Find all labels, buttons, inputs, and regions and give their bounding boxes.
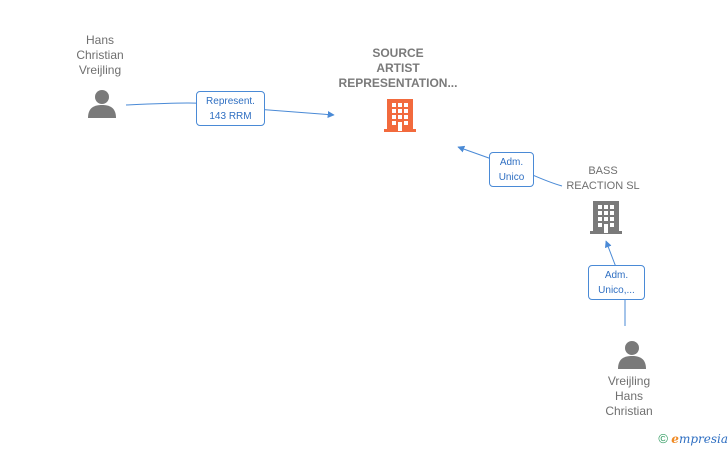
building-icon[interactable] bbox=[590, 199, 622, 235]
edge-label-adm-unico[interactable]: Adm. Unico bbox=[489, 152, 534, 187]
node-label-bass-reaction: BASS REACTION SL bbox=[566, 165, 640, 192]
node-label-source-artist: SOURCE ARTIST REPRESENTATION... bbox=[338, 46, 458, 90]
empresia-logo: © empresia bbox=[658, 431, 728, 446]
edge-label-represent[interactable]: Represent. 143 RRM bbox=[196, 91, 265, 126]
building-icon[interactable] bbox=[384, 97, 416, 133]
person-icon[interactable] bbox=[617, 339, 647, 369]
node-label-vreijling-hans-christian: Vreijling Hans Christian bbox=[605, 374, 653, 418]
edge-label-adm-unico-2[interactable]: Adm. Unico,... bbox=[588, 265, 645, 300]
node-label-hans-christian-vreijling: Hans Christian Vreijling bbox=[76, 33, 124, 77]
person-icon[interactable] bbox=[87, 88, 117, 118]
